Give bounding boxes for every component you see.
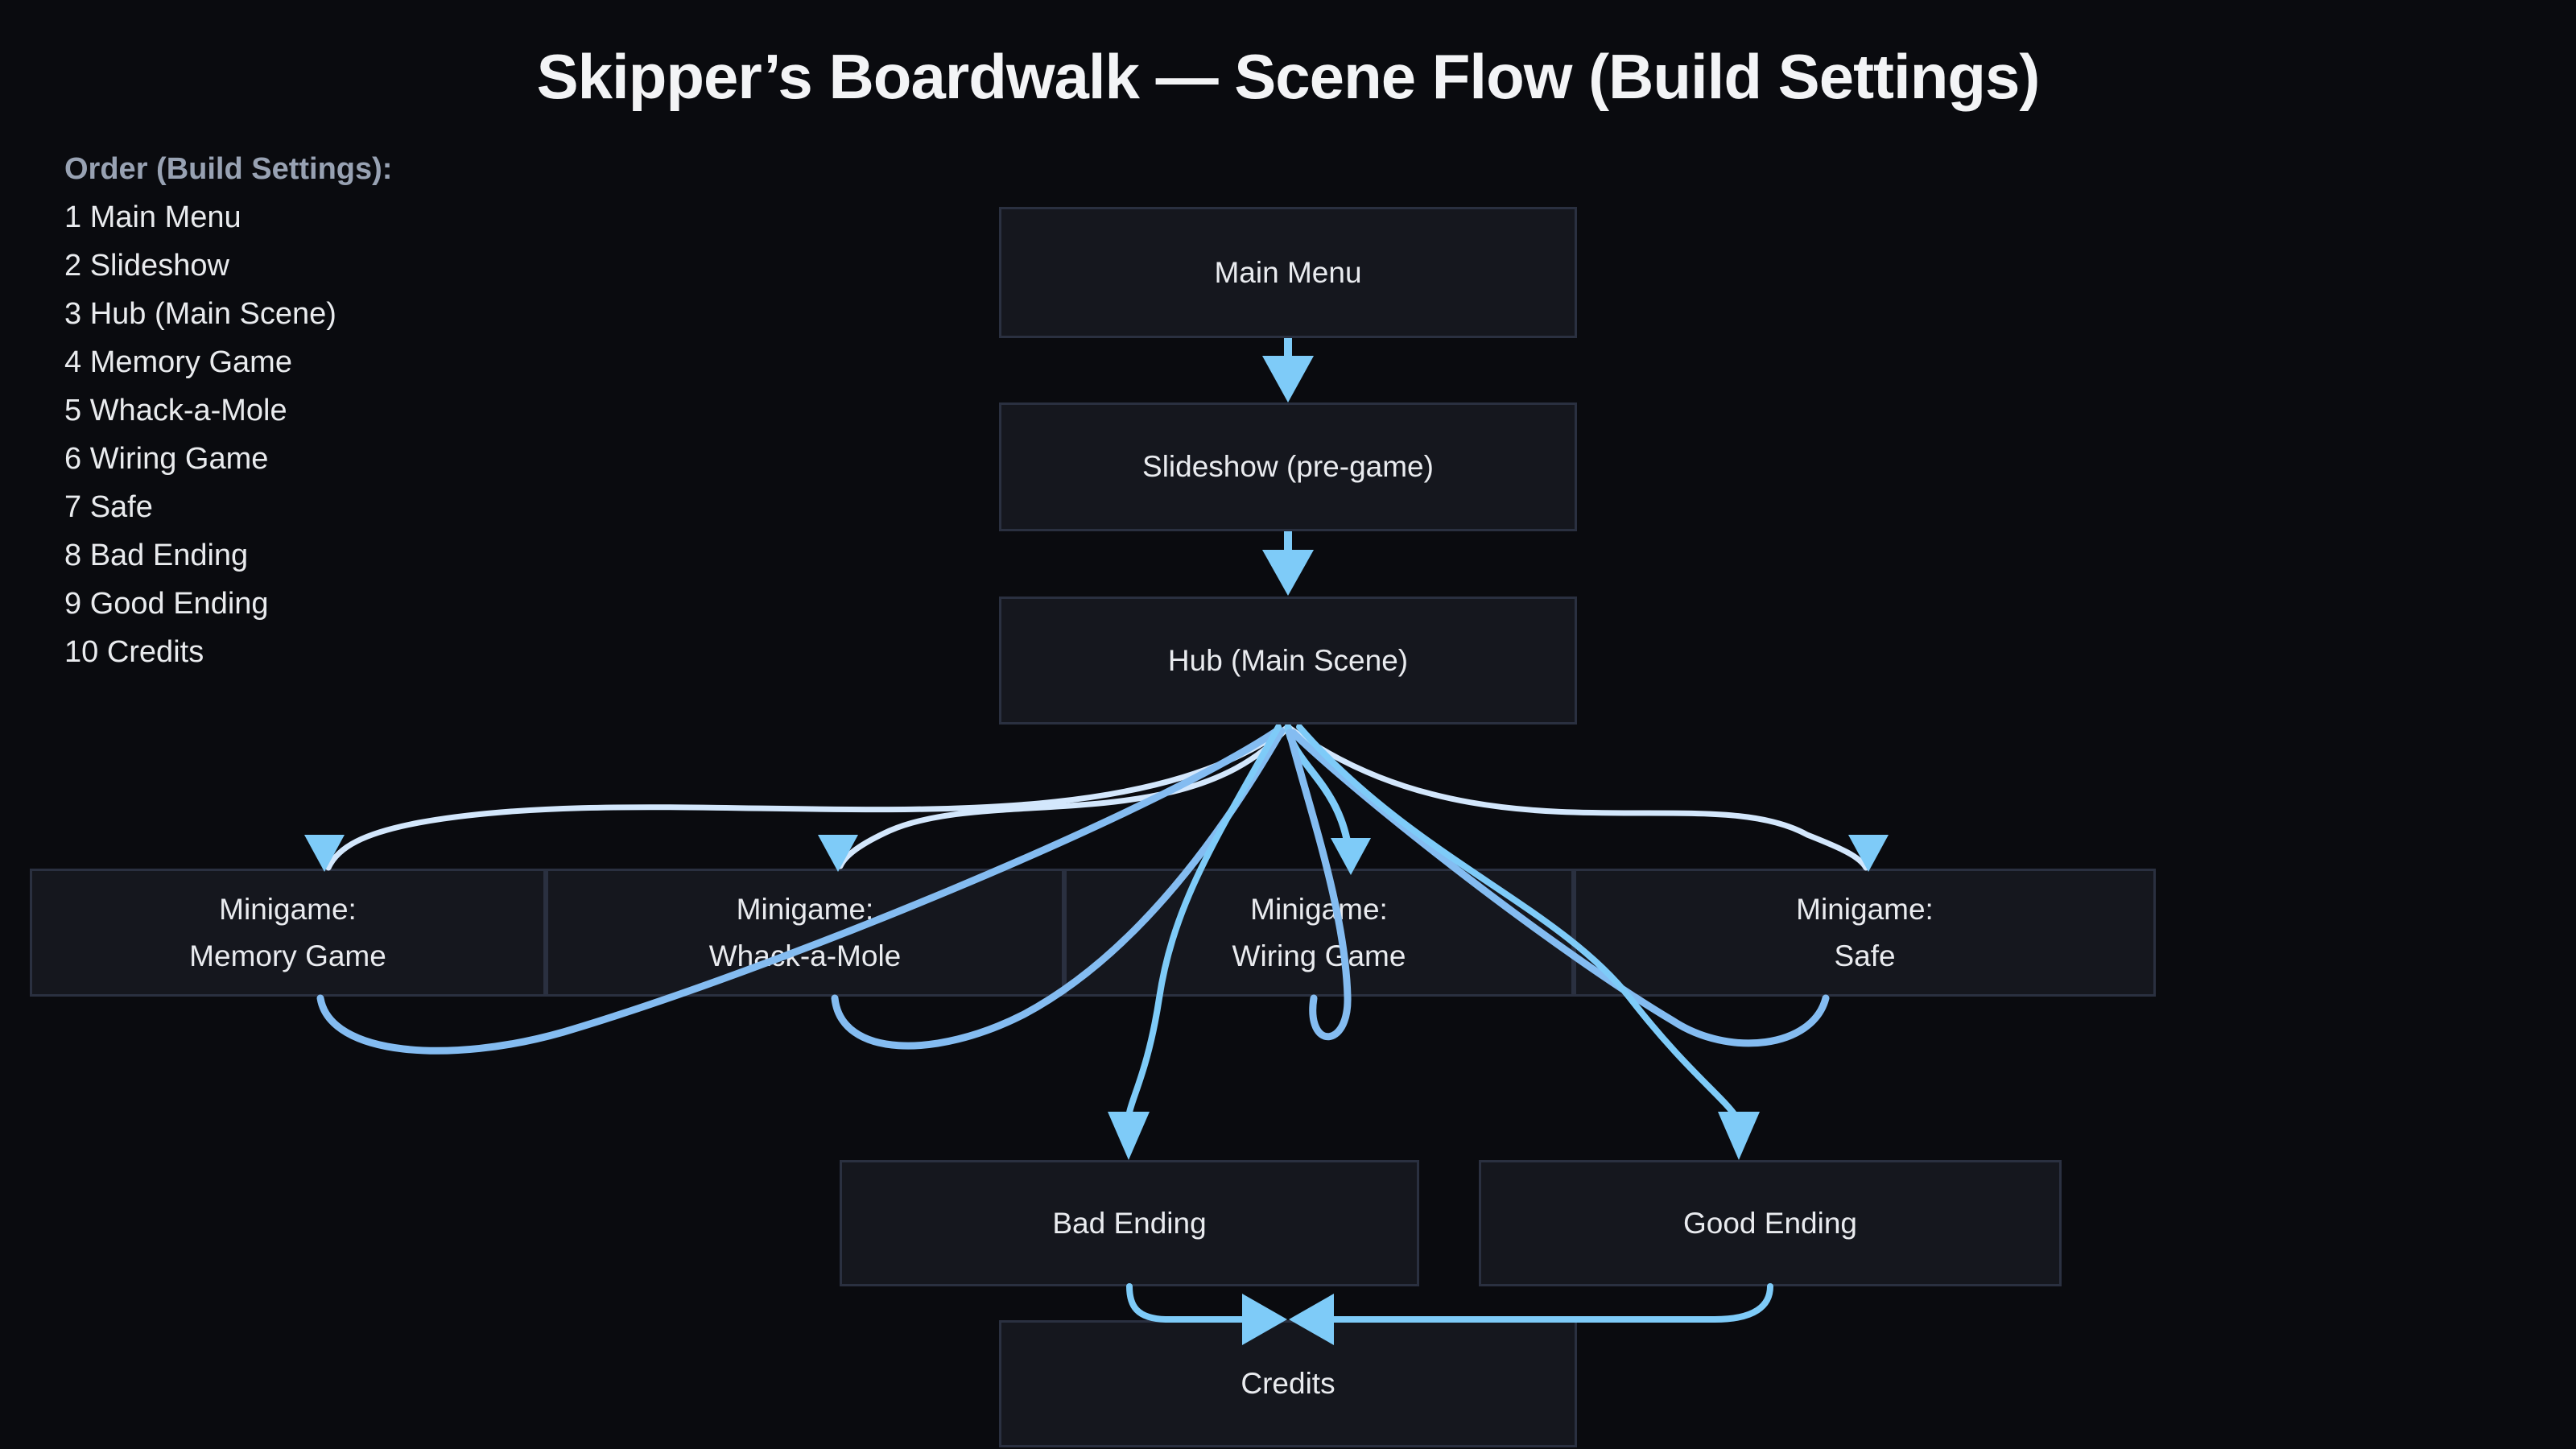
build-order-item: 2 Slideshow xyxy=(64,249,229,283)
node-minigame-wiring: Minigame: Wiring Game xyxy=(1064,869,1574,997)
edge-good-ending-to-credits xyxy=(1329,1283,1773,1323)
node-main-menu: Main Menu xyxy=(999,207,1577,338)
node-slideshow: Slideshow (pre-game) xyxy=(999,402,1577,531)
node-minigame-safe: Minigame: Safe xyxy=(1574,869,2156,997)
node-minigame-whack-a-mole: Minigame: Whack-a-Mole xyxy=(546,869,1064,997)
build-order-item: 9 Good Ending xyxy=(64,587,269,621)
build-order-item: 10 Credits xyxy=(64,635,204,669)
edge-hub-to-memory xyxy=(325,724,1291,871)
arrowhead-into-whack xyxy=(818,835,858,872)
build-order-item: 7 Safe xyxy=(64,490,153,524)
node-bad-ending: Bad Ending xyxy=(840,1160,1419,1286)
build-order-item: 5 Whack-a-Mole xyxy=(64,394,287,427)
arrowhead-into-hub-top xyxy=(1262,550,1314,596)
arrowhead-into-bad-ending xyxy=(1108,1112,1150,1160)
minigame-label-line1: Minigame: xyxy=(736,892,874,926)
minigame-label-line1: Minigame: xyxy=(1250,892,1388,926)
page-title: Skipper’s Boardwalk — Scene Flow (Build … xyxy=(536,41,2041,112)
arrowhead-into-good-ending xyxy=(1718,1112,1760,1160)
minigame-label-line2: Safe xyxy=(1834,939,1896,972)
build-order-list: Order (Build Settings): 1 Main Menu 2 Sl… xyxy=(64,145,392,676)
node-bad-ending-label: Bad Ending xyxy=(1052,1206,1207,1240)
node-credits-label: Credits xyxy=(1241,1367,1335,1400)
minigame-label-line2: Wiring Game xyxy=(1232,939,1406,972)
minigame-label-line2: Memory Game xyxy=(189,939,386,972)
node-hub-label: Hub (Main Scene) xyxy=(1167,643,1409,677)
build-order-item: 3 Hub (Main Scene) xyxy=(64,297,336,331)
build-order-item: 1 Main Menu xyxy=(64,200,242,234)
minigame-label-line1: Minigame: xyxy=(219,892,357,926)
minigame-label-line1: Minigame: xyxy=(1796,892,1934,926)
edge-bad-ending-to-credits xyxy=(1126,1283,1247,1323)
edge-hub-to-whack xyxy=(837,724,1291,869)
node-minigame-memory: Minigame: Memory Game xyxy=(30,869,546,997)
node-good-ending: Good Ending xyxy=(1479,1160,2062,1286)
node-slideshow-label: Slideshow (pre-game) xyxy=(1142,450,1434,483)
edge-hub-to-wiring xyxy=(1284,723,1354,865)
node-credits: Credits xyxy=(999,1320,1577,1447)
edge-hub-to-safe xyxy=(1285,724,1869,871)
node-good-ending-label: Good Ending xyxy=(1682,1206,1857,1240)
minigame-label-line2: Whack-a-Mole xyxy=(708,939,902,972)
build-order-item: 8 Bad Ending xyxy=(64,539,249,572)
node-hub: Hub (Main Scene) xyxy=(999,597,1577,724)
build-order-item: 4 Memory Game xyxy=(64,345,292,379)
build-order-heading: Order (Build Settings): xyxy=(64,152,393,186)
build-order-item: 6 Wiring Game xyxy=(64,442,269,476)
arrowhead-into-safe xyxy=(1848,835,1889,872)
node-main-menu-label: Main Menu xyxy=(1214,255,1362,289)
arrowhead-into-memory xyxy=(304,835,345,872)
arrowhead-into-slideshow xyxy=(1262,356,1314,402)
